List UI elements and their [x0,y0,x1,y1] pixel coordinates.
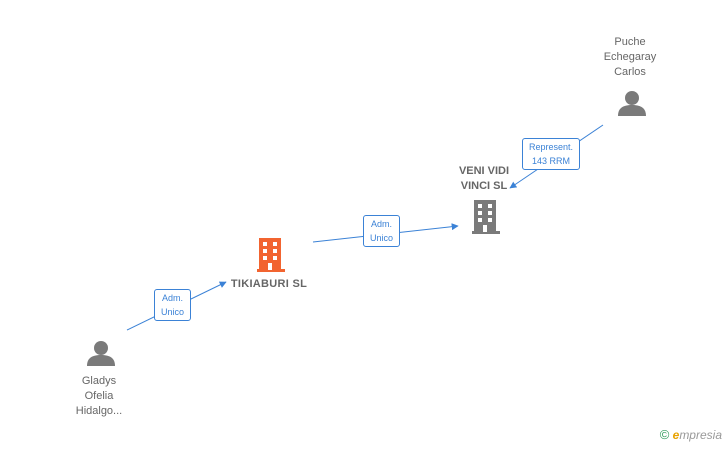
name-line: Carlos [614,66,646,78]
person-icon[interactable] [618,91,646,116]
brand-initial: e [672,428,680,442]
name-line: Gladys [81,375,117,387]
name-line: VINCI SL [460,180,508,192]
brand-name: mpresia [679,428,722,442]
company-label-veni[interactable]: VENI VIDI VINCI SL [444,164,524,194]
building-icon[interactable] [472,200,500,234]
person-label-gladys[interactable]: Gladys Ofelia Hidalgo... [59,374,139,419]
main-company-label[interactable]: TIKIABURI SL [230,278,308,290]
edge-label-line: Represent. [529,142,574,152]
edge-label-line: Adm. [371,219,393,229]
edge-label-adm-veni: Adm. Unico [363,215,401,247]
name-line: Hidalgo... [75,405,123,417]
edge-label-line: Adm. [162,293,184,303]
edge-label-adm-tikiaburi: Adm. Unico [154,289,192,321]
edge-label-line: Unico [161,307,185,317]
name-line: Ofelia [84,390,114,402]
edge-label-line: 143 RRM [532,156,571,166]
brand-watermark: © empresia [660,427,722,442]
copyright-icon: © [659,427,670,442]
edge-label-represent: Represent. 143 RRM [522,138,581,170]
name-line: VENI VIDI [458,165,510,177]
name-line: Puche [614,36,646,48]
name-line: Echegaray [603,51,657,63]
main-building-icon[interactable] [257,238,285,272]
person-label-puche[interactable]: Puche Echegaray Carlos [590,35,670,80]
person-icon[interactable] [87,341,115,366]
edge-label-line: Unico [370,233,394,243]
